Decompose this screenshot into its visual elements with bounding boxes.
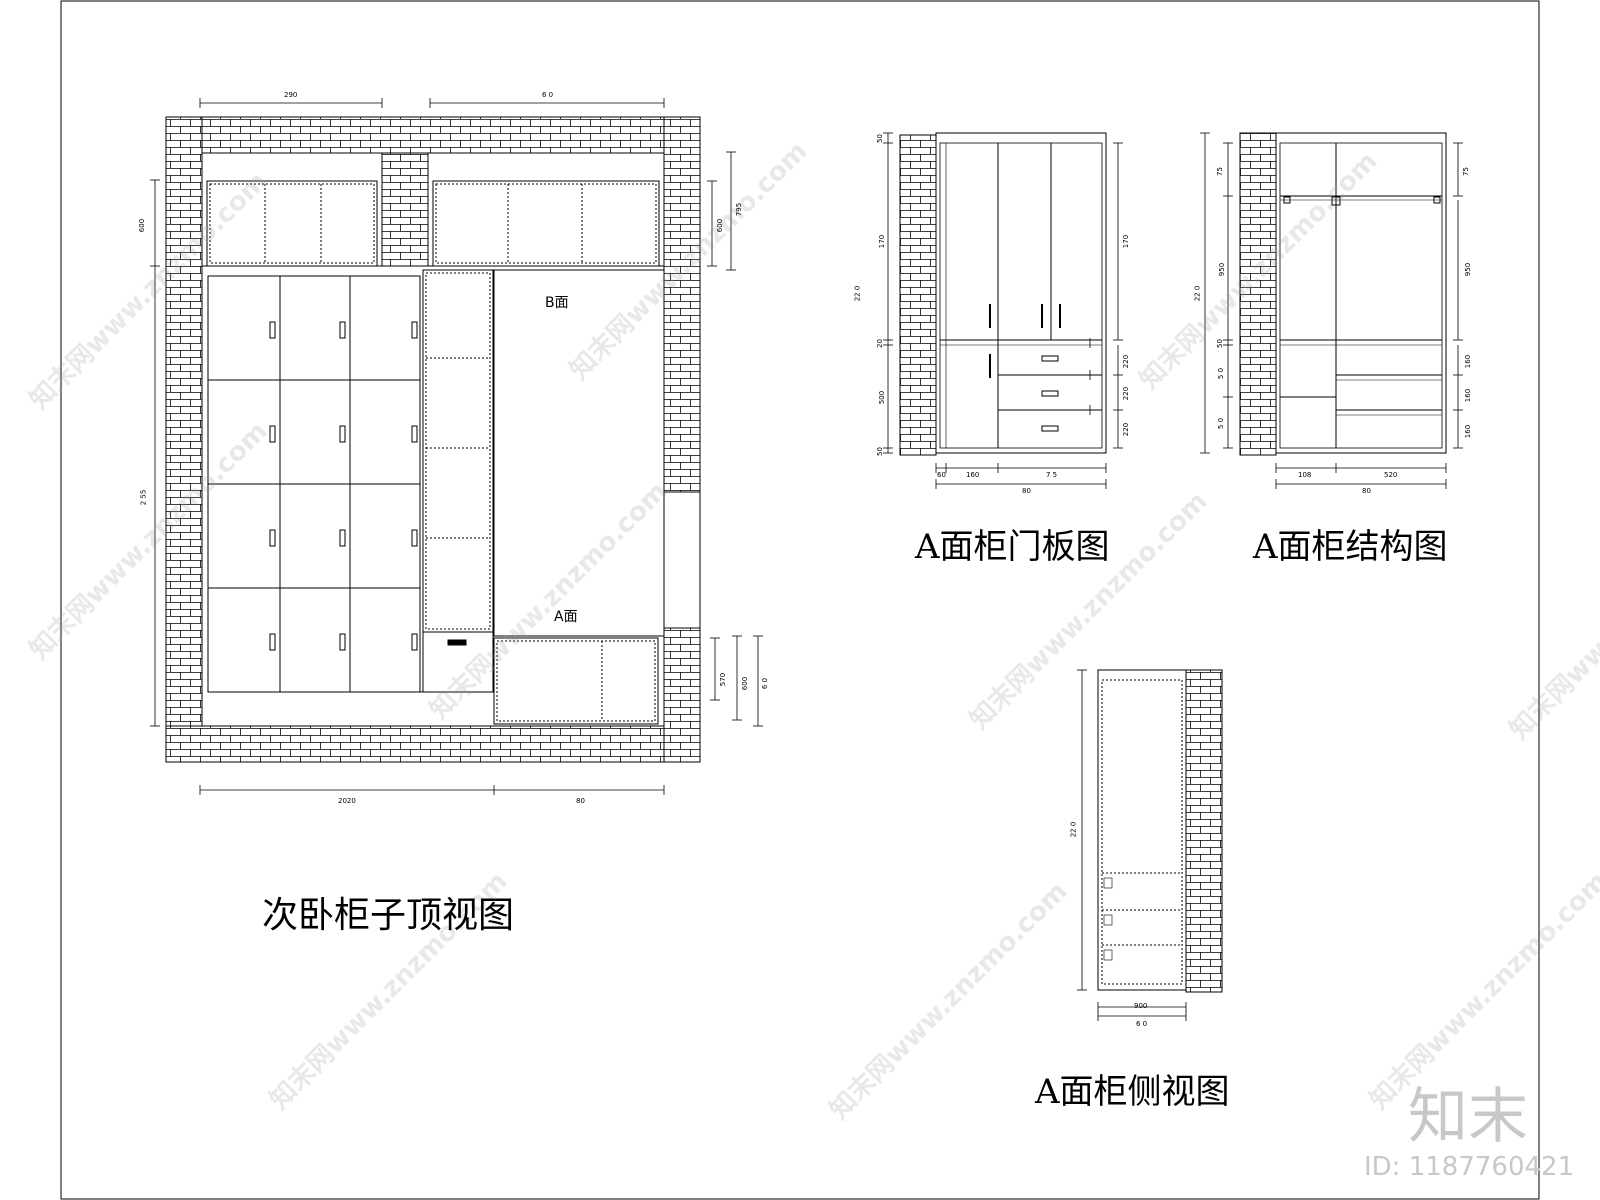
dim-text: 160 [1464,354,1473,369]
a-structure-title: A面柜结构图 [1253,527,1448,567]
side-view-cabinet [1097,669,1187,991]
upper-cabinet-right [432,180,660,267]
dim-text: 5 0 [1217,367,1226,380]
dim-text: 900 [1134,1002,1148,1010]
dim-text: 2 55 [139,489,148,506]
dim-text: 220 [1122,422,1131,437]
dim-text: 950 [1464,262,1473,277]
top-wall [165,116,701,154]
door-view-cabinet [935,132,1107,454]
dim-text: 6 0 [761,677,770,690]
top-view-title: 次卧柜子顶视图 [262,895,515,936]
dim-text: 290 [284,91,298,99]
dim-text: 6 0 [1136,1020,1148,1028]
drawing-frame [60,0,1540,1200]
dim-text: 22 0 [1069,821,1078,838]
dim-text: 950 [1218,262,1227,277]
drawer-handle-1 [1041,355,1059,362]
a-side-view [1077,669,1223,1021]
dim-text: 50 [1215,339,1224,348]
dim-text: 22 0 [1193,285,1202,302]
dim-text: 80 [1022,487,1031,495]
a-door-title: A面柜门板图 [915,527,1110,567]
dim-text: 220 [1122,354,1131,369]
a-door-panel-view [883,132,1123,489]
structure-view-wall [1239,132,1277,456]
dim-text: 2020 [338,797,356,805]
dim-text: 520 [1384,471,1398,479]
dim-text: 570 [719,672,728,687]
dim-text: 75 [1461,167,1470,176]
top-view-dimension-lines [150,98,763,795]
shelf-drawer-handle [447,639,467,646]
dim-text: 50 [875,134,884,143]
drawer-handle-3 [1041,425,1059,432]
b-face-label: B面 [545,295,569,311]
dim-text: 50 [875,447,884,456]
dim-text: 60 [937,471,946,479]
dim-text: 600 [741,676,750,691]
dim-text: 600 [716,218,725,233]
center-pillar [381,152,429,267]
left-wall [165,116,203,763]
hanging-rail-right [1433,196,1441,204]
door-view-wall [899,134,937,456]
dim-text: 170 [878,234,887,249]
structure-view-cabinet [1275,132,1447,454]
right-wall-upper [663,116,701,493]
dim-text: 795 [735,202,744,217]
dim-text: 108 [1298,471,1312,479]
dim-text: 220 [1122,386,1131,401]
dim-text: 22 0 [853,285,862,302]
watermark-logo: 知末 [1408,1082,1528,1152]
shelf-column [422,269,494,633]
bottom-wall [165,725,701,763]
dim-text: 170 [1122,234,1131,249]
locker-handles [269,321,418,651]
a-face-label: A面 [554,609,578,625]
dim-text: 600 [138,218,147,233]
dim-text: 7 5 [1046,471,1058,479]
a-side-title: A面柜侧视图 [1035,1072,1230,1112]
door-opening [663,491,701,629]
side-view-wall [1185,669,1223,993]
dim-text: 500 [878,390,887,405]
right-wall-lower [663,627,701,763]
bench-cabinet [493,637,659,725]
hanging-rail-center [1331,196,1341,206]
upper-cabinet-left [206,180,378,267]
top-view-plan [150,98,763,795]
dim-text: 80 [1362,487,1371,495]
drawer-handle-2 [1041,390,1059,397]
b-face-panel [493,269,665,637]
dim-text: 160 [966,471,980,479]
image-id: ID: 1187760421 [1364,1152,1575,1182]
dim-text: 160 [1464,424,1473,439]
a-structure-view [1200,132,1463,489]
dim-text: 6 0 [542,91,554,99]
dim-text: 160 [1464,388,1473,403]
dim-text: 5 0 [1217,417,1226,430]
dim-text: 80 [576,797,585,805]
dim-text: 20 [875,339,884,348]
hanging-rail-left [1283,196,1291,204]
dim-text: 75 [1215,167,1224,176]
